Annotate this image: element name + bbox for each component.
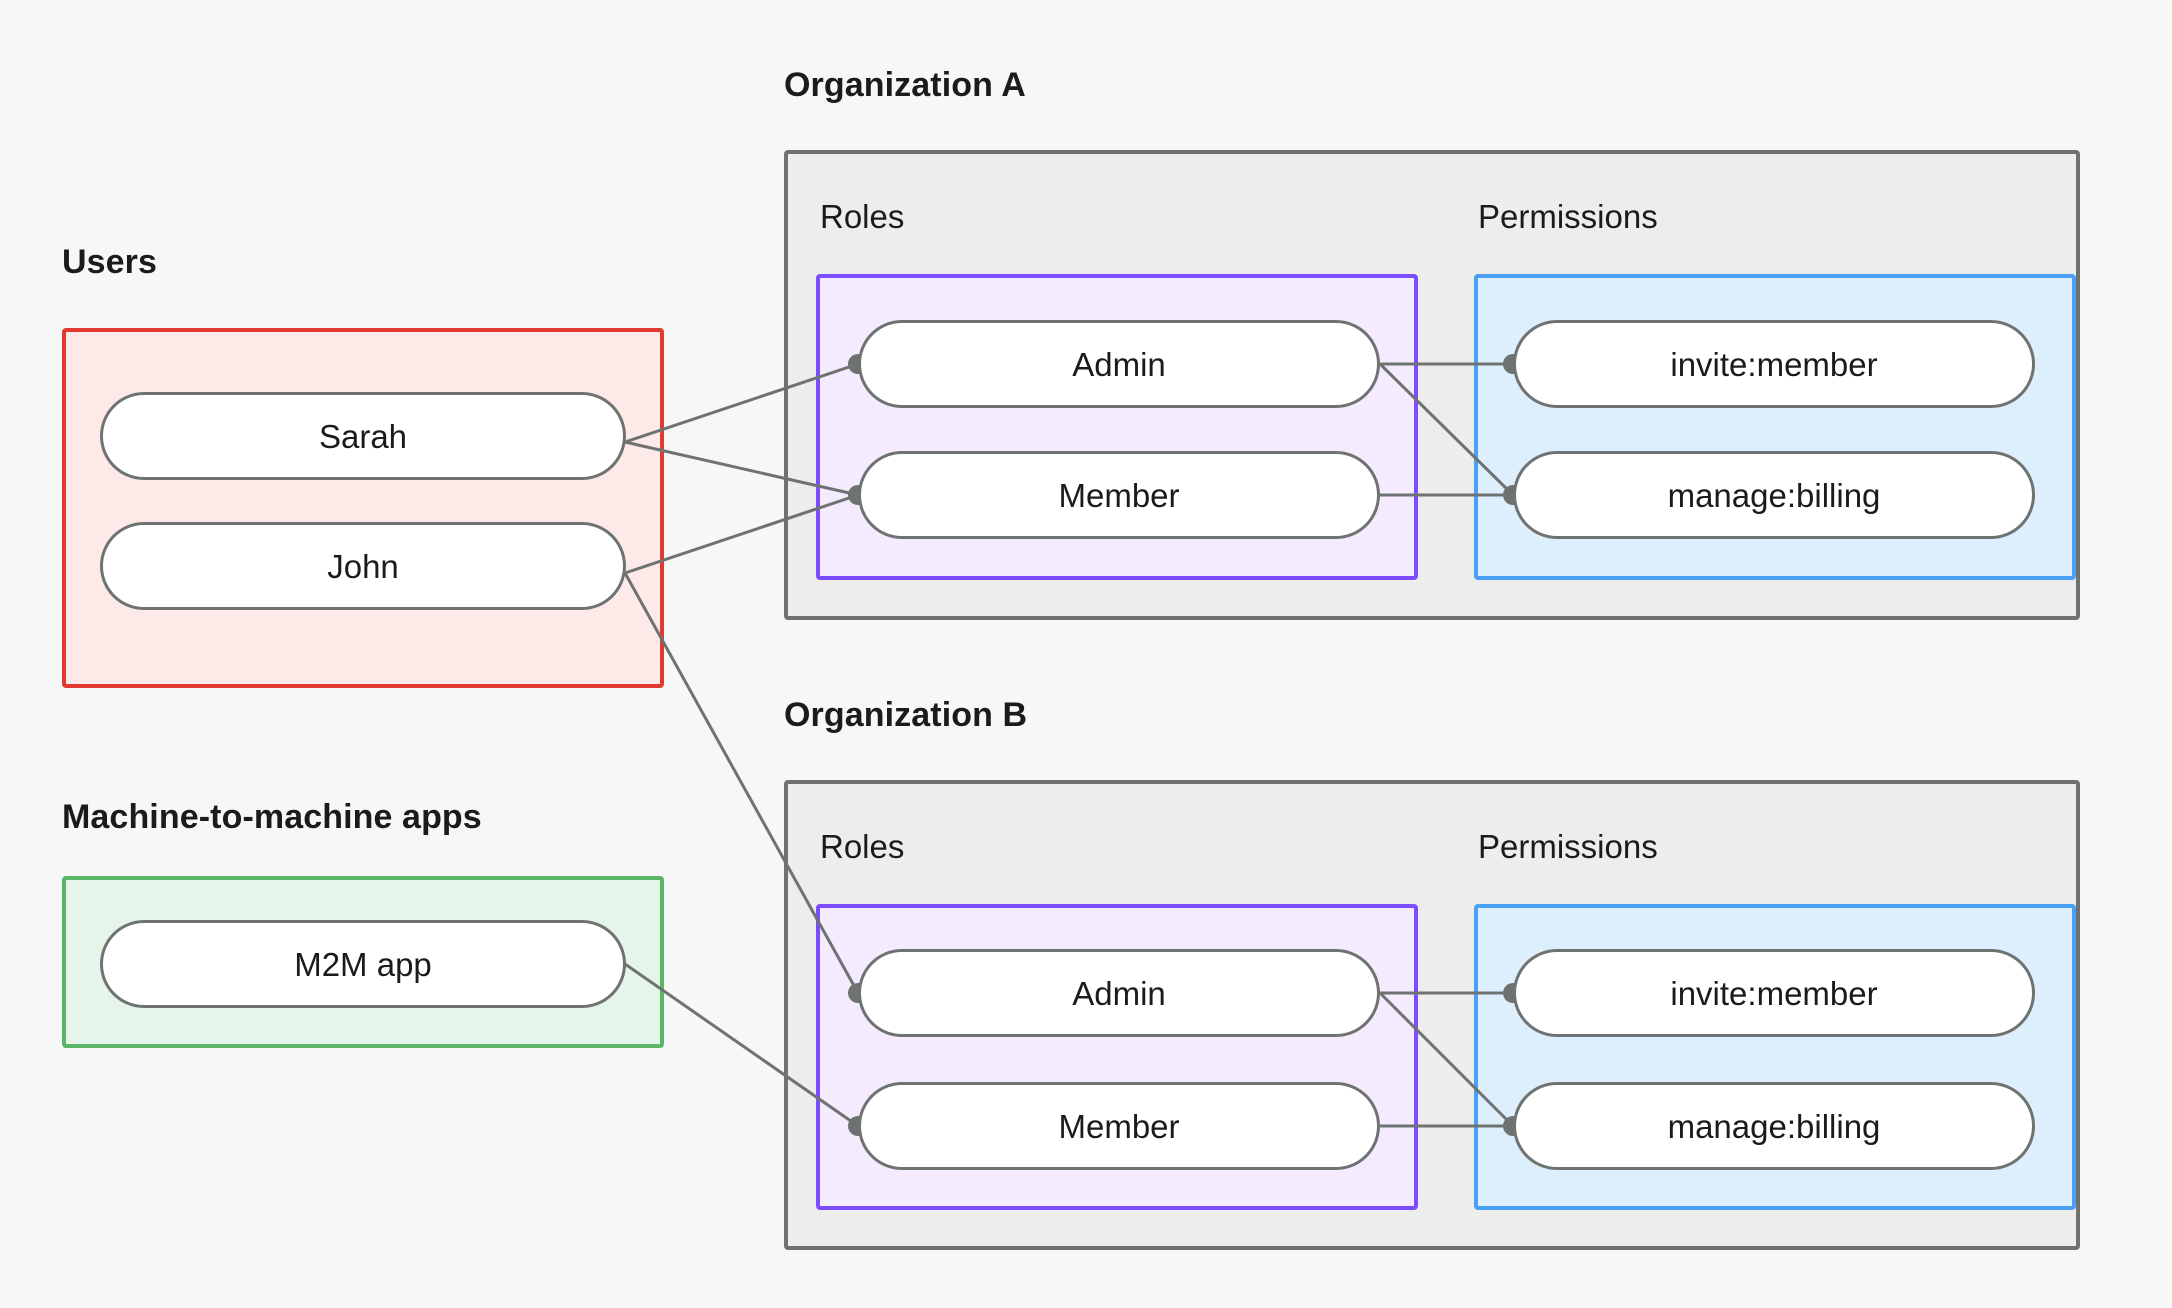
organization-a-permission-manage-billing[interactable]: manage:billing: [1513, 451, 2035, 539]
organization-a-permission-manage-billing-label: manage:billing: [1667, 476, 1881, 514]
organization-b-permission-invite-member-label: invite:member: [1670, 974, 1878, 1012]
organization-b-permissions-heading: Permissions: [1478, 828, 1658, 865]
organization-b-role-member-label: Member: [1058, 1107, 1180, 1145]
user-node-john[interactable]: John: [100, 522, 626, 610]
m2m-node-app-label: M2M app: [294, 945, 432, 983]
organization-b-permission-manage-billing-label: manage:billing: [1667, 1107, 1881, 1145]
organization-b-permission-manage-billing[interactable]: manage:billing: [1513, 1082, 2035, 1170]
organization-a-caption: Organization A: [784, 66, 1026, 104]
user-node-john-label: John: [327, 547, 399, 585]
users-section-caption: Users: [62, 243, 158, 281]
organization-b-roles-heading: Roles: [820, 828, 905, 865]
organization-a-permission-invite-member[interactable]: invite:member: [1513, 320, 2035, 408]
organization-a-permission-invite-member-label: invite:member: [1670, 345, 1878, 383]
organization-a-role-member-label: Member: [1058, 476, 1180, 514]
organization-b-permission-invite-member[interactable]: invite:member: [1513, 949, 2035, 1037]
users-group: [62, 328, 664, 688]
organization-b-role-admin-label: Admin: [1072, 974, 1166, 1012]
organization-b-role-admin[interactable]: Admin: [858, 949, 1380, 1037]
organization-b-role-member[interactable]: Member: [858, 1082, 1380, 1170]
organization-a-permissions-heading: Permissions: [1478, 198, 1658, 235]
organization-a-role-member[interactable]: Member: [858, 451, 1380, 539]
organization-a-role-admin-label: Admin: [1072, 345, 1166, 383]
m2m-section-caption: Machine-to-machine apps: [62, 798, 482, 836]
organization-b-caption: Organization B: [784, 696, 1028, 734]
m2m-node-app[interactable]: M2M app: [100, 920, 626, 1008]
organization-a-roles-heading: Roles: [820, 198, 905, 235]
user-node-sarah-label: Sarah: [318, 417, 408, 455]
user-node-sarah[interactable]: Sarah: [100, 392, 626, 480]
organization-a-role-admin[interactable]: Admin: [858, 320, 1380, 408]
